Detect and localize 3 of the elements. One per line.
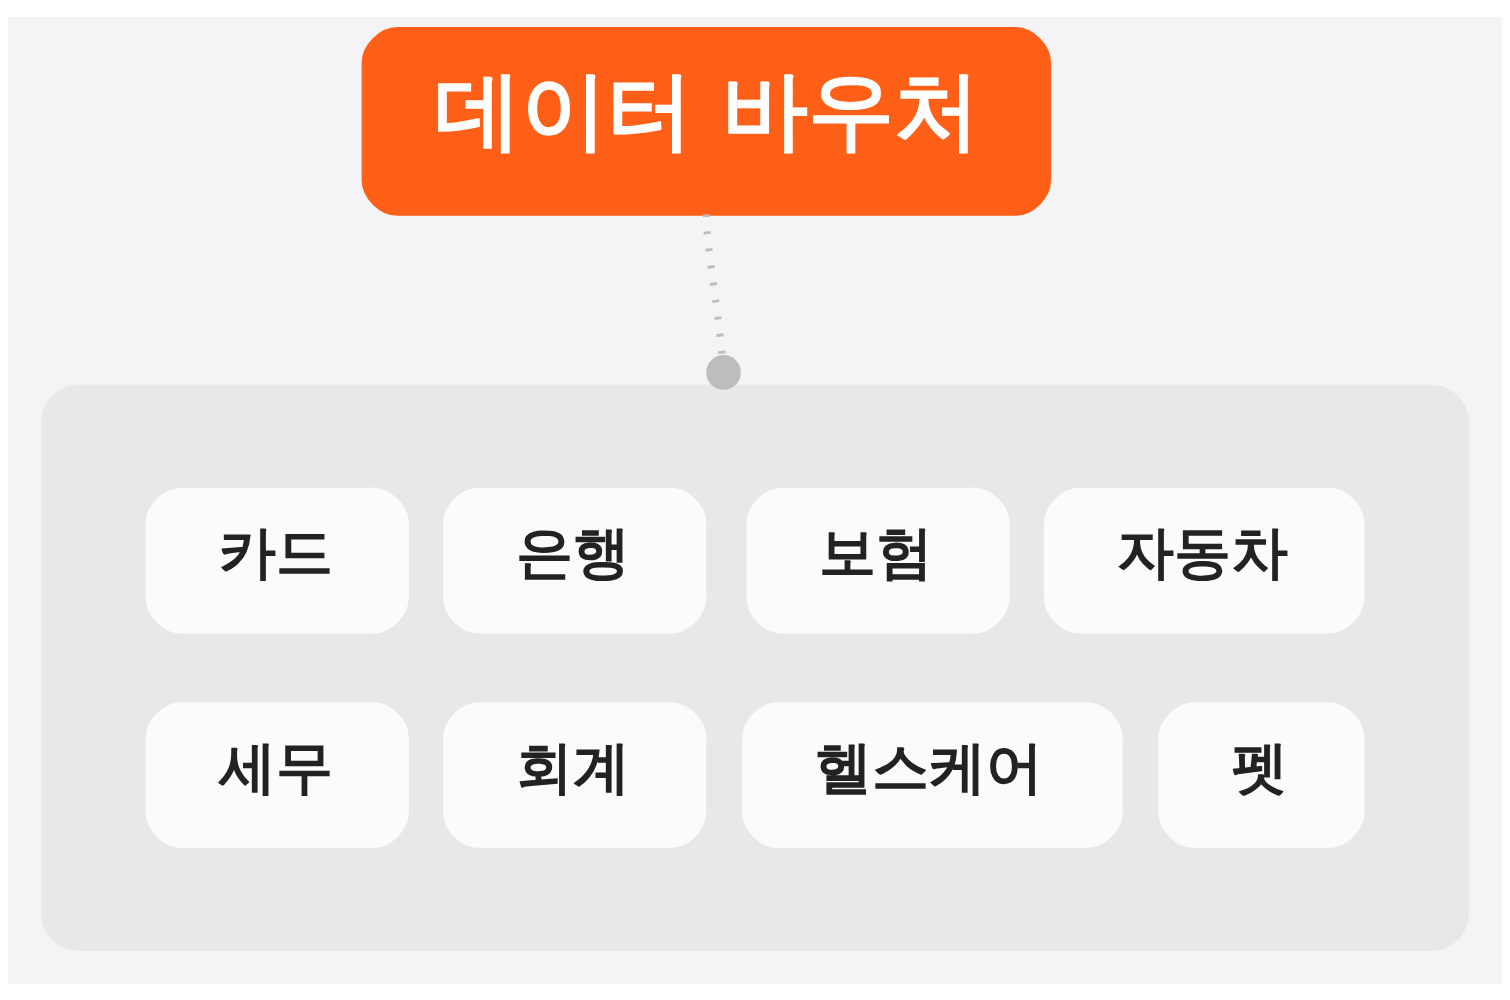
cluster bbox=[41, 384, 1469, 951]
connector bbox=[702, 213, 741, 390]
node-box: 데이터 바우처 bbox=[361, 26, 1052, 216]
